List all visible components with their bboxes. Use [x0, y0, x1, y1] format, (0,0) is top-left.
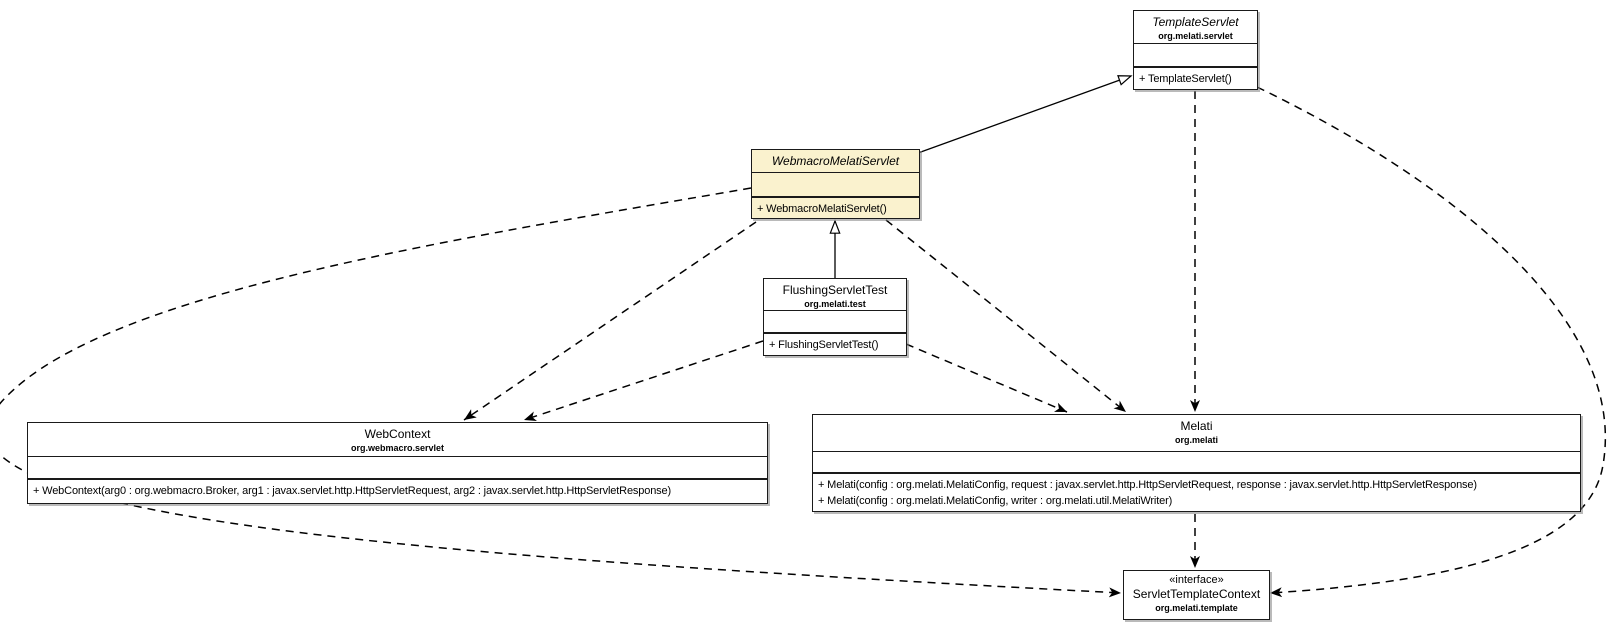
class-box-webcontext[interactable]: WebContext org.webmacro.servlet + WebCon… — [27, 422, 768, 504]
method-entry: + WebContext(arg0 : org.webmacro.Broker,… — [33, 485, 672, 497]
class-package: org.melati.servlet — [1158, 31, 1233, 41]
attributes-compartment — [28, 456, 767, 478]
class-title-compartment: TemplateServlet org.melati.servlet — [1134, 11, 1257, 43]
methods-compartment: + Melati(config : org.melati.MelatiConfi… — [813, 472, 1580, 511]
attributes-compartment — [764, 310, 906, 332]
attributes-compartment — [1134, 43, 1257, 66]
methods-compartment: + WebContext(arg0 : org.webmacro.Broker,… — [28, 478, 767, 503]
method-entry: + WebmacroMelatiServlet() — [757, 203, 887, 215]
class-box-flushingservlettest[interactable]: FlushingServletTest org.melati.test + Fl… — [763, 278, 907, 356]
class-title-compartment: WebContext org.webmacro.servlet — [28, 423, 767, 456]
method-entry: + TemplateServlet() — [1139, 73, 1232, 85]
class-title-compartment: FlushingServletTest org.melati.test — [764, 279, 906, 310]
methods-compartment: + FlushingServletTest() — [764, 332, 906, 355]
methods-compartment: + WebmacroMelatiServlet() — [752, 196, 919, 218]
class-name: ServletTemplateContext — [1132, 587, 1261, 601]
edge-dependency-flushingservlettest-webcontext — [523, 340, 764, 421]
class-name: WebmacroMelatiServlet — [771, 154, 900, 168]
class-name: WebContext — [364, 427, 431, 441]
class-package: org.webmacro.servlet — [350, 443, 445, 453]
class-name: Melati — [1180, 419, 1213, 433]
methods-compartment: + TemplateServlet() — [1134, 66, 1257, 89]
attributes-compartment — [752, 172, 919, 196]
class-name: FlushingServletTest — [782, 283, 888, 297]
edge-dependency-webmacromelatiservlet-servlettemplatecontext — [0, 187, 1122, 598]
class-title-compartment: Melati org.melati — [813, 415, 1580, 451]
class-package: org.melati.template — [1155, 603, 1238, 613]
class-stereotype: «interface» — [1169, 574, 1224, 586]
class-box-webmacromelatiservlet[interactable]: WebmacroMelatiServlet + WebmacroMelatiSe… — [751, 149, 920, 219]
class-box-servlettemplatecontext[interactable]: «interface» ServletTemplateContext org.m… — [1123, 570, 1270, 620]
attributes-compartment — [813, 451, 1580, 472]
class-box-templateservlet[interactable]: TemplateServlet org.melati.servlet + Tem… — [1133, 10, 1258, 90]
edge-dependency-webmacromelatiservlet-webcontext — [463, 221, 757, 421]
method-entry: + Melati(config : org.melati.MelatiConfi… — [818, 495, 1173, 507]
edge-dependency-templateservlet-servlettemplatecontext — [1256, 86, 1606, 598]
method-entry: + Melati(config : org.melati.MelatiConfi… — [818, 479, 1477, 491]
edge-generalization-webmacromelatiservlet-templateservlet — [917, 76, 1131, 154]
class-name: TemplateServlet — [1152, 15, 1239, 29]
class-title-compartment: «interface» ServletTemplateContext org.m… — [1124, 571, 1269, 619]
class-box-melati[interactable]: Melati org.melati + Melati(config : org.… — [812, 414, 1581, 512]
edge-dependency-flushingservlettest-melati — [905, 343, 1068, 413]
class-title-compartment: WebmacroMelatiServlet — [752, 150, 919, 172]
method-entry: + FlushingServletTest() — [769, 339, 879, 351]
class-package: org.melati.test — [804, 299, 866, 309]
edge-dependency-webmacromelatiservlet-melati — [885, 219, 1127, 413]
class-package: org.melati — [1174, 435, 1218, 445]
